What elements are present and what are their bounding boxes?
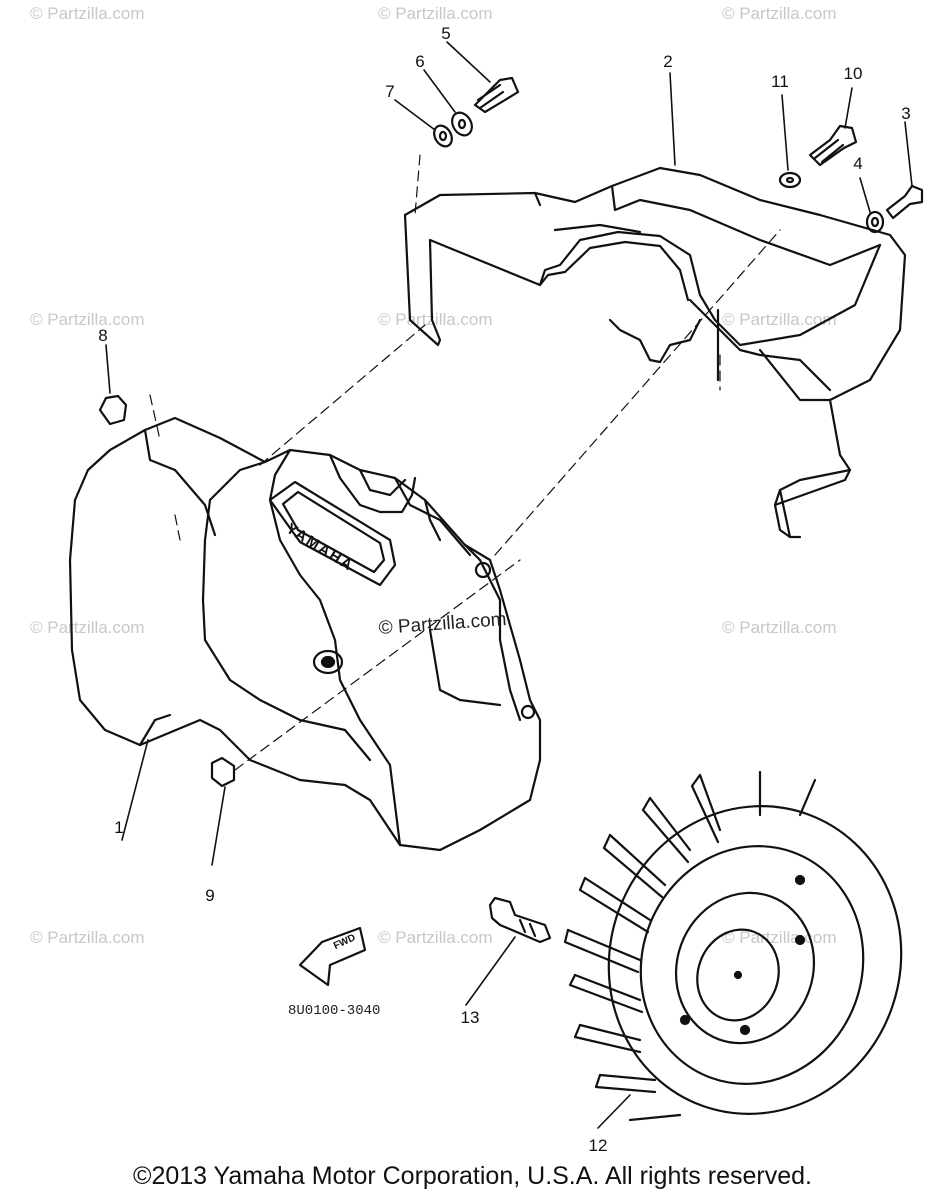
bolt-10 [808, 124, 858, 167]
nut-9 [210, 756, 236, 788]
watermark: © Partzilla.com [378, 310, 493, 329]
diagram-code: 8U0100-3040 [288, 1003, 381, 1019]
washer-7 [433, 124, 453, 148]
watermark: © Partzilla.com [722, 4, 837, 23]
bolt-13 [488, 896, 552, 944]
watermark: © Partzilla.com [30, 618, 145, 637]
alignment-lines [149, 154, 781, 771]
fan-housing [68, 416, 542, 852]
callout-12: 12 [588, 1136, 608, 1155]
flywheel-fan [563, 770, 903, 1122]
yamaha-emblem [268, 480, 397, 587]
leader-lines [105, 41, 913, 1129]
watermark: © Partzilla.com [30, 928, 145, 947]
callout-11: 11 [771, 72, 789, 91]
callout-10: 10 [843, 64, 863, 83]
upper-air-shroud [403, 166, 907, 539]
watermark: © Partzilla.com [30, 4, 145, 23]
callout-9: 9 [205, 886, 215, 905]
callout-1: 1 [114, 818, 124, 837]
watermark: © Partzilla.com [378, 928, 493, 947]
callout-6: 6 [415, 52, 425, 71]
washer-6 [451, 111, 473, 137]
bolt-3 [885, 184, 924, 220]
callout-3: 3 [901, 104, 911, 123]
washer-11 [778, 171, 802, 189]
watermark: © Partzilla.com [30, 310, 145, 329]
watermark: © Partzilla.com [722, 310, 837, 329]
copyright-notice: ©2013 Yamaha Motor Corporation, U.S.A. A… [133, 1162, 812, 1190]
washer-4 [865, 210, 885, 234]
watermark: © Partzilla.com [722, 618, 837, 637]
callout-7: 7 [385, 82, 395, 101]
bolt-5 [473, 76, 520, 114]
nut-8 [98, 394, 128, 426]
fwd-arrow [298, 926, 367, 987]
watermark: © Partzilla.com [378, 4, 493, 23]
callout-13: 13 [460, 1008, 480, 1027]
callout-4: 4 [853, 154, 863, 173]
callout-8: 8 [98, 326, 108, 345]
callout-2: 2 [663, 52, 673, 71]
callout-5: 5 [441, 24, 451, 43]
